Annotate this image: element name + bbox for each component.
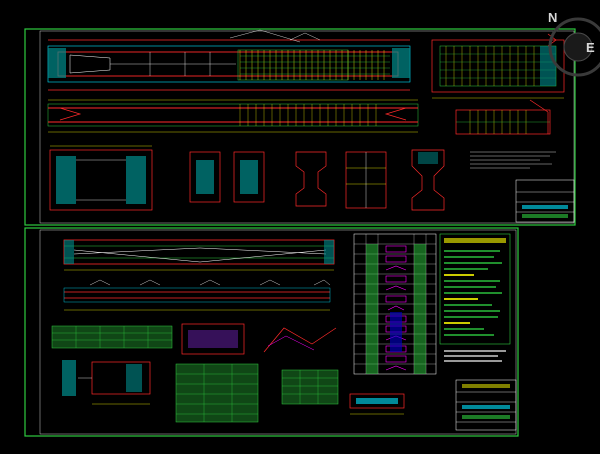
sheet-frame-top (24, 28, 576, 226)
compass-east-label[interactable]: E (586, 40, 595, 55)
rebar-schedule-table-mid (175, 363, 259, 423)
cross-sections-row (49, 145, 445, 211)
bar-bending-schedule (353, 233, 437, 375)
general-notes-panel (439, 233, 511, 345)
anchorage-detail-bottom-left (62, 360, 151, 405)
compass-north-label[interactable]: N (548, 10, 558, 25)
title-block-top (515, 179, 575, 223)
title-block-bottom (455, 379, 517, 431)
deck-detail-bottom (181, 323, 337, 355)
rebar-schedule-table-small (281, 369, 339, 405)
beam-elevation-top (47, 29, 411, 91)
rebar-schedule-table-left (51, 325, 173, 349)
stirrup-pattern-top (239, 50, 385, 80)
bearing-detail-bottom (349, 393, 405, 415)
viewcube-compass-icon[interactable]: N E (540, 2, 600, 92)
notes-bottom-right-small (444, 350, 506, 362)
beam-profile-bottom (63, 279, 331, 311)
beam-plan-top (47, 99, 419, 133)
sheet-frame-bottom (24, 227, 519, 437)
notes-top-right (470, 151, 556, 169)
beam-elevation-bottom (63, 239, 335, 271)
beam-detail-mid-right (455, 99, 551, 135)
viewcube-ring (548, 17, 600, 77)
